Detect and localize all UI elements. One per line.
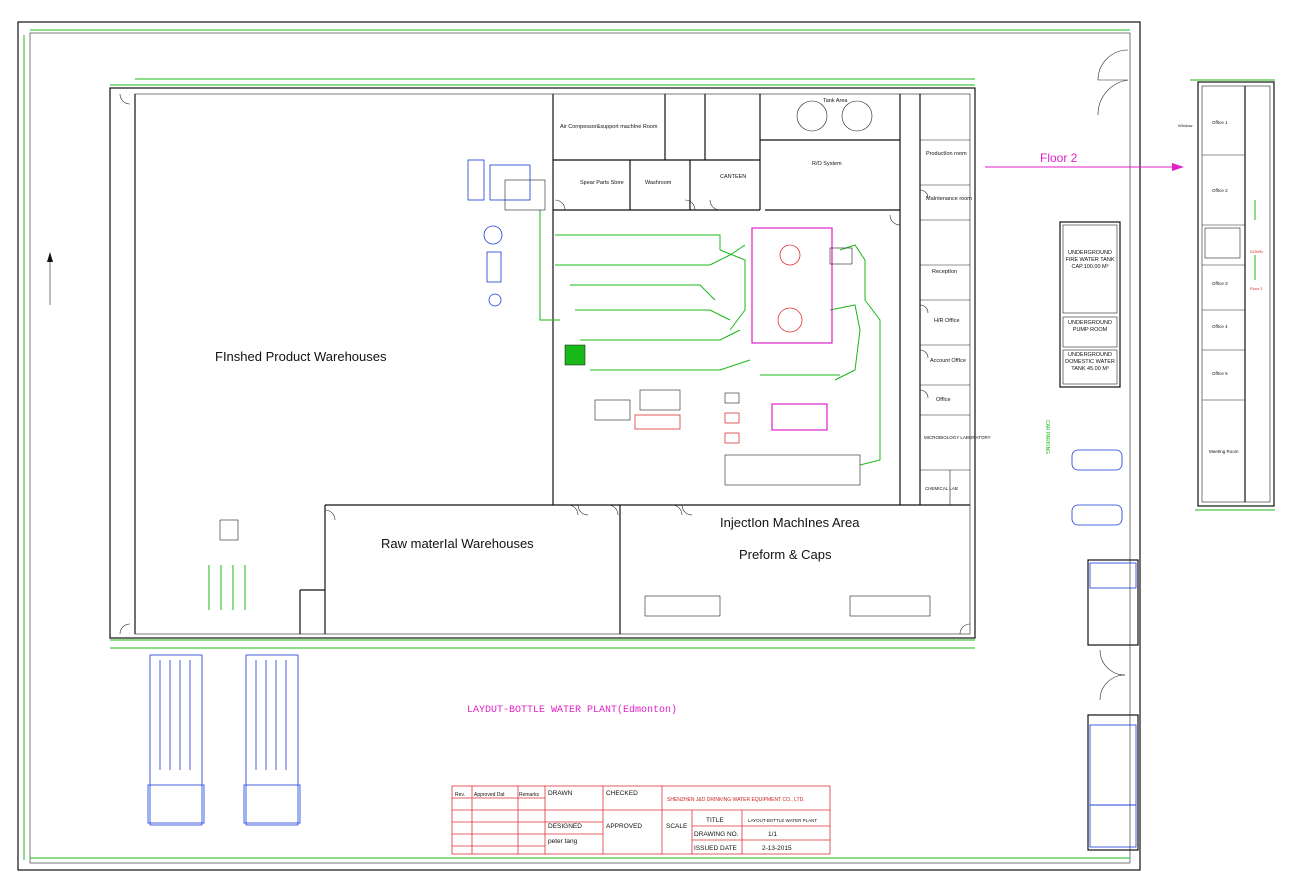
production-line: [539, 210, 931, 617]
chemical-lab-label: CHEMICAL LAB: [925, 486, 958, 491]
production-room-label: ProductIon room: [926, 151, 967, 157]
site-boundary-outer: [17, 21, 1141, 871]
warehouse-marks: [47, 252, 246, 610]
gate-rooms: [1087, 559, 1139, 851]
car-parking-label: CAR PARKING: [1044, 420, 1050, 454]
micro-lab-label: MICROBIOLOGY LABORATORY: [924, 435, 991, 440]
maintenance-room-label: MaIntenance room: [926, 196, 972, 202]
down-label: DOWN: [1250, 249, 1263, 254]
site-boundary-inner: [29, 32, 1131, 864]
tb-checked: CHECKED: [606, 790, 638, 797]
reception-label: ReceptIon: [932, 269, 957, 275]
tank-area-tanks: [796, 100, 873, 132]
office-label: OffIce: [936, 397, 951, 403]
account-office-label: Account OffIce: [930, 358, 966, 364]
canteen-label: CANTEEN: [720, 174, 746, 180]
tb-approved: APPROVED: [606, 823, 642, 830]
title-block-frame: [451, 785, 831, 855]
finished-warehouse-label: FInshed Product Warehouses: [215, 349, 387, 364]
trucks: [147, 654, 301, 826]
layout-title: LAYDUT-BOTTLE WATER PLANT(Edmonton): [467, 704, 677, 716]
floor2-arrow: [985, 163, 1184, 171]
tb-title-value: LAYOUT-BOTTLE WATER PLANT: [748, 818, 817, 823]
doors: [119, 49, 1129, 701]
ro-system-label: R/O System: [812, 161, 842, 167]
underground-tanks: [1059, 221, 1121, 388]
floor2-office-3: OffIce 3: [1212, 281, 1228, 286]
tb-designer: peter tang: [548, 838, 578, 845]
hr-office-label: H/R OffIce: [934, 318, 960, 324]
washroom-label: Washroom: [645, 180, 672, 186]
tb-drawing-no-label: DRAWING NO.: [694, 831, 739, 838]
tb-rev: Rev.: [455, 792, 465, 798]
floor2-label: Floor 2: [1040, 151, 1078, 165]
spare-parts-label: Spear Parts Store: [580, 180, 624, 186]
tb-drawing-no: 1/1: [768, 831, 777, 838]
tb-drawn: DRAWN: [548, 790, 573, 797]
pump-room-label: UNDERGROUND PUMP ROOM: [1068, 320, 1112, 333]
blower-equipment: [467, 159, 546, 307]
dimension-lines: [23, 29, 1275, 860]
fire-tank-label: UNDERGROUND FIRE WATER TANK CAP.100.00 M…: [1065, 250, 1115, 270]
parked-cars: [1071, 449, 1123, 526]
tb-title-label: TITLE: [706, 817, 724, 824]
window-label: WIndow: [1178, 123, 1193, 128]
injection-area-label: InjectIon MachInes Area: [720, 515, 860, 530]
tb-company: SHENZHEN J&D DRINKING WATER EQUIPMENT CO…: [667, 797, 805, 803]
main-building-walls: [109, 87, 976, 639]
tb-designed: DESIGNED: [548, 823, 582, 830]
floor2-office-5: OffIce 5: [1212, 371, 1228, 376]
air-room-label: Air Cornpessor&support machIne Room: [560, 124, 658, 130]
floor2-small-label: Floor 2: [1250, 286, 1263, 291]
domestic-tank-label: UNDERGROUND DOMESTIC WATER TANK 45.00 M³: [1065, 352, 1115, 372]
floor2-plan: [1197, 81, 1275, 507]
tb-issued-label: ISSUED DATE: [694, 845, 738, 852]
floor2-office-4: OffIce 4: [1212, 324, 1228, 329]
tb-approved-dat: Approved Dat: [474, 792, 505, 798]
tb-issued: 2-13-2015: [762, 845, 792, 852]
floor2-office-1: OffIce 1: [1212, 120, 1228, 125]
floor2-meeting-room: MeetIng Room: [1209, 449, 1239, 454]
floor2-office-2: OffIce 2: [1212, 188, 1228, 193]
tb-scale: SCALE: [666, 823, 688, 830]
tb-remarks: Remarks: [519, 792, 540, 798]
raw-warehouse-label: Raw materIal Warehouses: [381, 536, 534, 551]
preform-caps-label: Preform & Caps: [739, 547, 832, 562]
tank-area-label: Tank Area: [823, 98, 848, 104]
